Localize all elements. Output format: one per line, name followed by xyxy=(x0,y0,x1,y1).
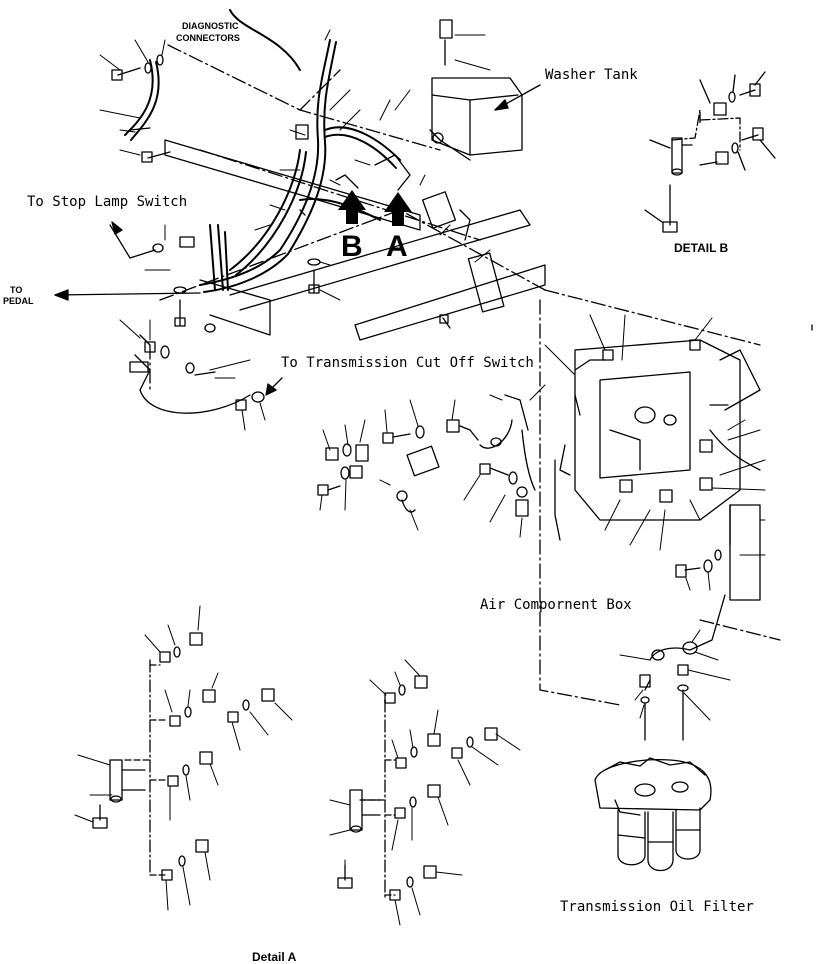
washer-tank xyxy=(431,19,523,161)
frame-plates xyxy=(164,139,546,341)
to-pedal-label-1: TO xyxy=(10,285,23,295)
detail-a-right-leaders xyxy=(329,659,521,926)
top-left-leaders xyxy=(99,29,491,431)
washer-tank-arrowhead xyxy=(494,99,509,111)
filter-leaders xyxy=(619,571,731,721)
marker-b-label: B xyxy=(341,230,363,263)
filter-lines xyxy=(639,504,731,741)
middle-leaders xyxy=(319,384,546,538)
stop-lamp-switch-label: To Stop Lamp Switch xyxy=(27,194,188,210)
transmission-oil-filter-label: Transmission Oil Filter xyxy=(560,899,754,915)
marker-arrows xyxy=(338,190,412,226)
diagnostic-connectors-label-2: CONNECTORS xyxy=(176,33,240,43)
air-component-box xyxy=(554,339,761,601)
transmission-oil-filter xyxy=(594,757,712,872)
detail-a-left xyxy=(92,632,275,881)
to-pedal-label-2: PEDAL xyxy=(3,296,34,306)
air-box-leaders xyxy=(544,314,766,556)
trans-cut-off-arrowhead xyxy=(265,383,277,396)
air-component-box-label: Air Compornent Box xyxy=(480,597,632,613)
detail-a-right xyxy=(337,675,498,901)
frame-dashdot-lines xyxy=(149,44,781,706)
top-left-fasteners xyxy=(111,54,505,414)
detail-b-label: DETAIL B xyxy=(674,241,729,255)
to-pedal-line xyxy=(54,292,201,296)
detail-a-left-leaders xyxy=(74,605,293,911)
diagnostic-connectors-label-1: DIAGNOSTIC xyxy=(182,21,239,31)
middle-fasteners xyxy=(317,394,571,517)
to-pedal-arrowhead xyxy=(54,289,69,301)
marker-a-label: A xyxy=(386,230,408,263)
washer-tank-label: Washer Tank xyxy=(545,67,638,83)
stop-lamp-arrowhead xyxy=(111,221,123,235)
detail-a-label: Detail A xyxy=(252,950,297,964)
transmission-cut-off-label: To Transmission Cut Off Switch xyxy=(281,355,534,371)
stop-lamp-leader xyxy=(109,224,156,259)
detail-b-assembly xyxy=(644,71,776,233)
